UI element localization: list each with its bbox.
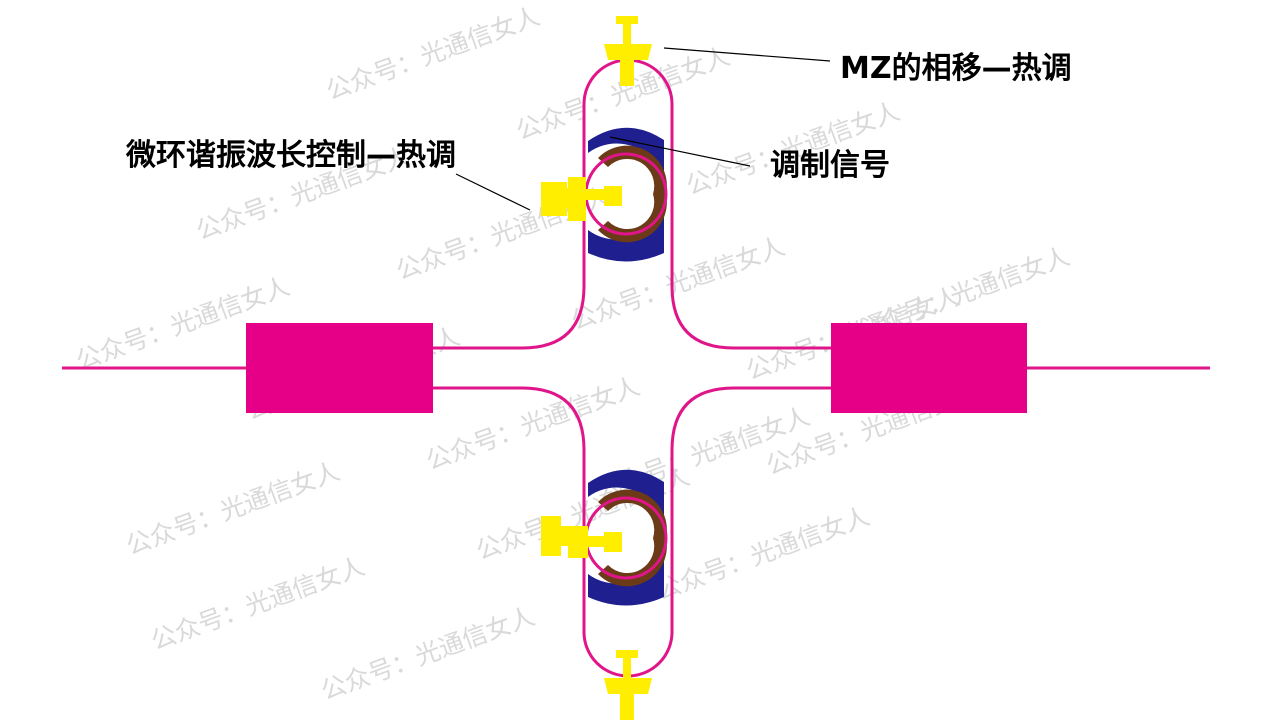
lower-ring-heater-pad <box>541 516 561 556</box>
lower-ring-heater-pad <box>584 536 616 547</box>
upper-ring-doping <box>598 145 667 243</box>
watermark-text: 公众号：光通信女人 <box>322 1 543 105</box>
lower-ring-heater-pad <box>604 532 622 552</box>
lower-ring-heater-pad <box>568 526 588 558</box>
mz-upper-phase-heater <box>604 16 652 86</box>
watermark-text: 公众号：光通信女人 <box>122 456 343 560</box>
watermark-text: 公众号：光通信女人 <box>317 601 538 705</box>
upper-ring-modulator <box>541 127 668 262</box>
output-coupler-block <box>831 323 1027 413</box>
input-coupler-block <box>246 323 433 413</box>
upper-ring-heater-pad <box>604 186 622 206</box>
label-mz-phase: MZ的相移—热调 <box>840 51 1072 86</box>
lower-ring-modulator <box>541 469 668 606</box>
leader-line-mz-phase <box>663 47 831 62</box>
watermark-text: 公众号：光通信女人 <box>652 501 873 605</box>
mz-lower-phase-heater <box>604 650 652 720</box>
leader-line-ring-tuning <box>455 173 531 211</box>
label-modulation: 调制信号 <box>770 148 890 183</box>
upper-ring-heater-pad <box>584 189 616 200</box>
lower-ring-electrode <box>588 469 665 606</box>
upper-ring-heater-pad <box>568 177 586 221</box>
label-ring-tuning: 微环谐振波长控制—热调 <box>125 138 456 173</box>
upper-ring-heater-pad <box>541 182 567 216</box>
lower-ring-doping <box>598 489 667 587</box>
watermark-text: 公众号：光通信女人 <box>147 551 368 655</box>
leader-line-modulation <box>609 136 751 167</box>
upper-ring-electrode <box>588 127 665 262</box>
